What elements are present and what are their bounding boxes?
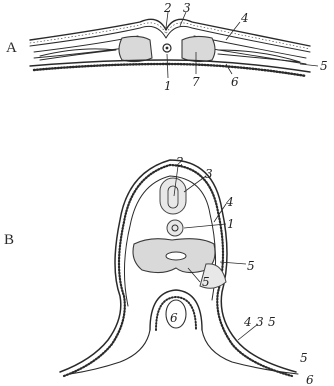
panel-b-label-3: 3: [205, 167, 213, 181]
panel-b-label-5-right: 5: [247, 259, 255, 273]
panel-b-label-6-bottom: 6: [306, 373, 314, 386]
panel-b-label-5-lower: 5: [268, 315, 276, 329]
panel-b-neural-tube: [160, 178, 186, 214]
panel-b: B 2 3 4 1 5: [4, 155, 314, 386]
panel-a-label-6: 6: [231, 75, 239, 89]
panel-a-label-3: 3: [183, 1, 191, 15]
panel-a-somite-right: [182, 36, 215, 61]
panel-b-label: B: [4, 232, 14, 248]
panel-a-lead-1: [167, 54, 168, 78]
panel-b-label-5-prime: 5: [300, 351, 308, 365]
panel-a-somite-left: [119, 36, 152, 61]
panel-b-lead-3: [184, 176, 206, 192]
panel-a-lead-5: [300, 64, 318, 66]
panel-b-aorta: [166, 252, 186, 260]
panel-b-label-4-lower: 4: [243, 315, 252, 329]
panel-a-label-7: 7: [192, 75, 200, 89]
panel-a-label-5: 5: [320, 59, 328, 73]
panel-a-label-4: 4: [240, 11, 249, 25]
panel-a-label: A: [6, 40, 17, 56]
panel-b-lead-5a: [220, 262, 246, 264]
panel-a-label-2: 2: [163, 1, 172, 15]
panel-b-label-2: 2: [175, 155, 184, 169]
panel-b-label-5-center: 5: [202, 275, 210, 289]
panel-b-label-6-gut: 6: [170, 311, 178, 325]
panel-a-label-1: 1: [164, 79, 172, 93]
panel-a-notochord-core: [166, 47, 169, 50]
panel-b-label-4: 4: [225, 195, 234, 209]
panel-a: A 2 3 4 5 1 7 6: [6, 1, 328, 93]
panel-a-ectoderm-inner: [30, 26, 310, 52]
panel-b-label-3-lower: 3: [256, 315, 264, 329]
panel-b-notochord: [167, 220, 183, 236]
panel-b-label-1: 1: [227, 217, 235, 231]
